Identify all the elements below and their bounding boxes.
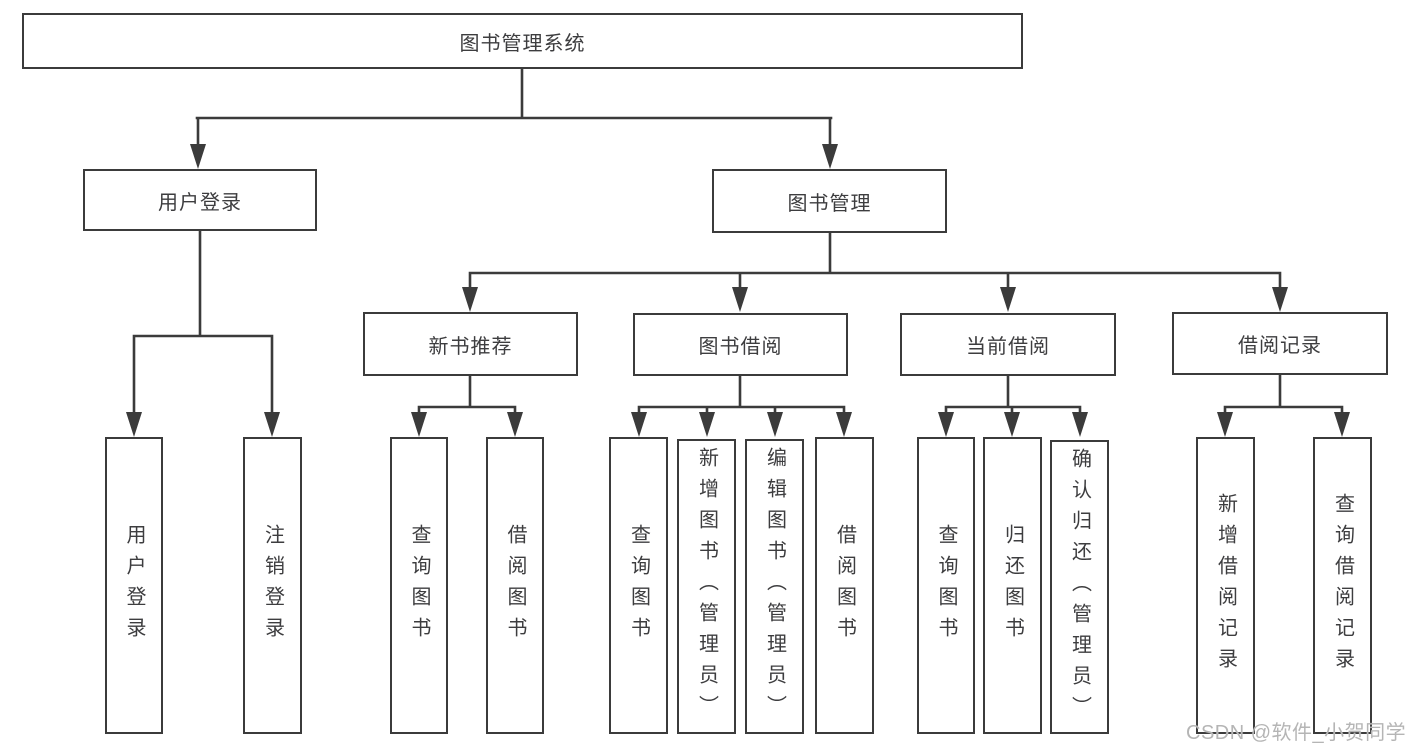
node-new-book-recommend: 新书推荐 — [363, 312, 578, 376]
leaf-query-books-current-label: 查询图书 — [935, 523, 957, 648]
leaf-add-borrow-record: 新增借阅记录 — [1196, 437, 1255, 734]
leaf-return-books-label: 归还图书 — [1001, 523, 1024, 648]
leaf-query-books-current: 查询图书 — [917, 437, 975, 734]
leaf-edit-books-admin-label: 编辑图书（管理员） — [763, 447, 786, 726]
node-book-management-label: 图书管理 — [787, 192, 872, 215]
edges-book-management — [462, 231, 1288, 312]
leaf-logout: 注销登录 — [243, 437, 302, 734]
leaf-add-borrow-record-label: 新增借阅记录 — [1214, 492, 1237, 679]
node-user-login: 用户登录 — [83, 169, 317, 231]
leaf-user-login-label: 用户登录 — [123, 523, 145, 648]
csdn-watermark: CSDN @软件_小贺同学 — [1186, 722, 1405, 744]
edges-current-borrow — [938, 374, 1088, 437]
node-current-borrow-label: 当前借阅 — [966, 336, 1050, 358]
leaf-query-borrow-record-label: 查询借阅记录 — [1331, 492, 1354, 679]
leaf-query-borrow-record: 查询借阅记录 — [1313, 437, 1372, 734]
leaf-add-books-admin: 新增图书（管理员） — [677, 439, 736, 734]
edges-new-book-recommend — [411, 374, 523, 437]
leaf-return-books: 归还图书 — [983, 437, 1042, 734]
node-root-system: 图书管理系统 — [22, 13, 1023, 69]
leaf-user-login: 用户登录 — [105, 437, 163, 734]
node-new-book-recommend-label: 新书推荐 — [428, 335, 513, 358]
edges-borrow-records — [1217, 373, 1350, 437]
node-borrow-records: 借阅记录 — [1172, 312, 1388, 375]
edges-user-login — [126, 229, 280, 437]
leaf-add-books-admin-label: 新增图书（管理员） — [695, 447, 718, 726]
node-book-management: 图书管理 — [712, 169, 947, 233]
leaf-query-books-recommend: 查询图书 — [390, 437, 448, 734]
leaf-borrow-books-label: 借阅图书 — [833, 523, 856, 648]
leaf-logout-label: 注销登录 — [261, 523, 284, 648]
leaf-borrow-books-recommend-label: 借阅图书 — [504, 523, 526, 648]
edges-book-borrow — [631, 374, 852, 437]
leaf-confirm-return-admin: 确认归还（管理员） — [1050, 440, 1109, 734]
node-user-login-label: 用户登录 — [158, 191, 242, 214]
node-book-borrow: 图书借阅 — [633, 313, 848, 376]
node-book-borrow-label: 图书借阅 — [698, 336, 783, 358]
leaf-query-books-borrow-label: 查询图书 — [627, 523, 650, 648]
leaf-borrow-books: 借阅图书 — [815, 437, 874, 734]
edges-root — [190, 67, 838, 169]
leaf-borrow-books-recommend: 借阅图书 — [486, 437, 544, 734]
leaf-confirm-return-admin-label: 确认归还（管理员） — [1068, 447, 1091, 727]
leaf-query-books-borrow: 查询图书 — [609, 437, 668, 734]
leaf-query-books-recommend-label: 查询图书 — [408, 523, 430, 648]
node-root-system-label: 图书管理系统 — [459, 32, 586, 55]
node-current-borrow: 当前借阅 — [900, 313, 1116, 376]
leaf-edit-books-admin: 编辑图书（管理员） — [745, 439, 804, 734]
node-borrow-records-label: 借阅记录 — [1238, 335, 1322, 357]
